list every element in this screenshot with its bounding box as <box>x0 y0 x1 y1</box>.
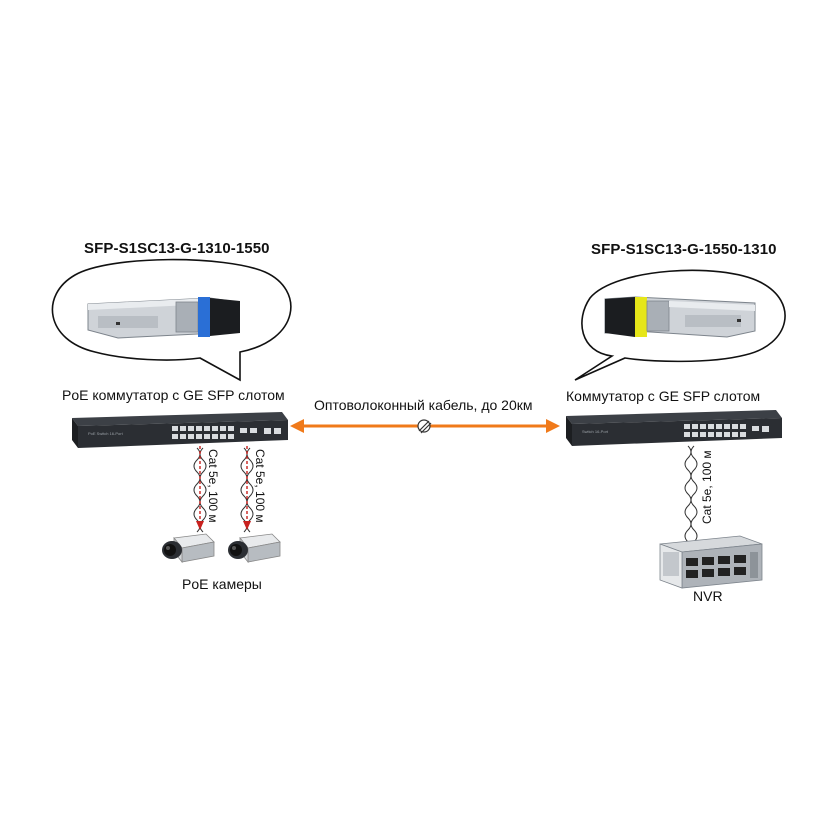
nvr-label: NVR <box>693 588 723 604</box>
left-poe-switch-icon: PoE Switch 16-Port <box>72 412 288 448</box>
right-switch-icon: Switch 16-Port <box>566 410 782 446</box>
poe-camera-2-icon <box>228 533 281 564</box>
nvr-icon <box>659 535 763 589</box>
right-sfp-accent <box>635 297 647 337</box>
left-module-title: SFP-S1SC13-G-1310-1550 <box>84 240 270 257</box>
svg-text:PoE Switch 16-Port: PoE Switch 16-Port <box>88 431 124 436</box>
poe-camera-1-icon <box>162 533 215 564</box>
left-switch-label: PoE коммутатор с GE SFP слотом <box>62 387 285 403</box>
svg-text:Switch 16-Port: Switch 16-Port <box>582 429 609 434</box>
left-sfp-accent <box>198 297 210 337</box>
fiber-link-label: Оптоволоконный кабель, до 20км <box>314 397 533 413</box>
poe-cameras-label: PoE камеры <box>182 576 262 592</box>
right-switch-label: Коммутатор с GE SFP слотом <box>566 388 761 404</box>
right-cable-label: Cat 5e, 100 м <box>700 450 714 524</box>
left-sfp-module-icon <box>87 297 240 339</box>
right-module-title: SFP-S1SC13-G-1550-1310 <box>591 241 777 258</box>
right-sfp-module-icon <box>604 296 756 338</box>
